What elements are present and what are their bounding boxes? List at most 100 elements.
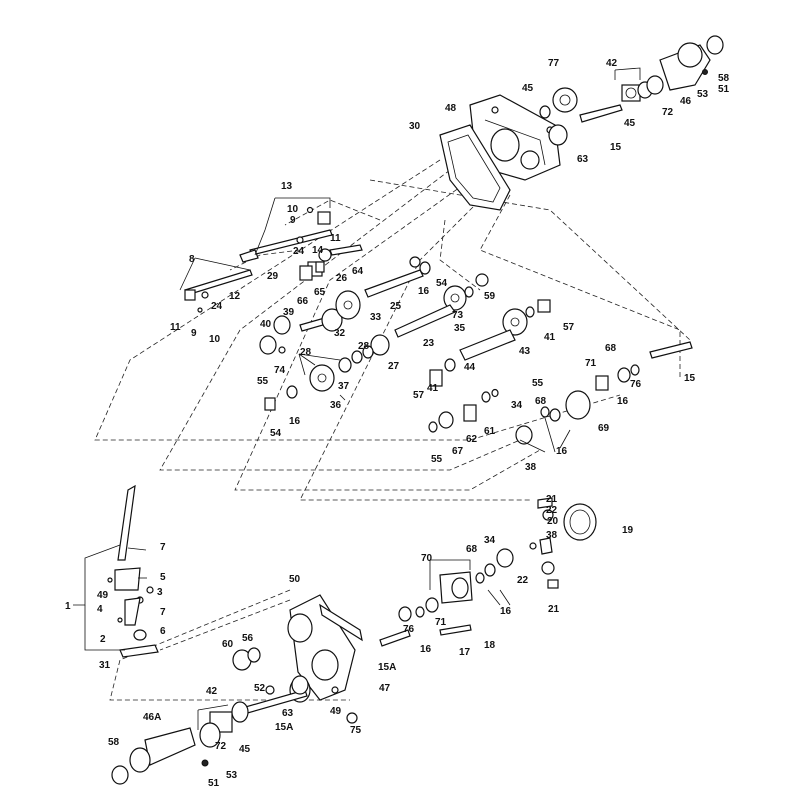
output-shaft-parts: [428, 341, 693, 445]
lower-case-housing: [265, 594, 363, 703]
part-label-10a: 10: [287, 204, 299, 215]
part-label-41a: 41: [544, 332, 556, 343]
part-label-16e: 16: [500, 606, 512, 617]
part-label-12: 12: [229, 291, 241, 302]
part-label-10b: 10: [209, 334, 221, 345]
part-label-46a: 46A: [143, 712, 161, 723]
part-label-16b: 16: [289, 416, 301, 427]
part-label-21a: 21: [546, 494, 558, 505]
part-label-65: 65: [314, 287, 326, 298]
part-label-15ab: 15A: [275, 722, 293, 733]
part-label-42a: 42: [606, 58, 618, 69]
part-label-51a: 51: [718, 84, 730, 95]
part-label-49b: 49: [330, 706, 342, 717]
part-label-45b: 45: [624, 118, 636, 129]
countershaft-parts: [259, 261, 390, 411]
shift-rail-assembly: [184, 206, 363, 313]
part-label-23: 23: [423, 338, 435, 349]
part-label-60: 60: [222, 639, 234, 650]
part-label-63a: 63: [577, 154, 589, 165]
part-label-27: 27: [388, 361, 400, 372]
part-label-73: 73: [452, 310, 464, 321]
part-label-11b: 11: [170, 322, 181, 333]
part-label-31: 31: [99, 660, 111, 671]
part-label-6: 6: [160, 626, 166, 637]
part-label-18: 18: [484, 640, 496, 651]
part-label-49a: 49: [97, 590, 109, 601]
part-label-21b: 21: [548, 604, 560, 615]
lower-output-parts: [111, 629, 411, 785]
part-label-44: 44: [464, 362, 476, 373]
part-label-64: 64: [352, 266, 364, 277]
part-label-39: 39: [283, 307, 295, 318]
part-label-45c: 45: [239, 744, 251, 755]
part-label-28b: 28: [358, 341, 370, 352]
part-label-14: 14: [312, 245, 324, 256]
part-label-57b: 57: [413, 390, 425, 401]
part-label-13: 13: [281, 181, 293, 192]
part-label-26: 26: [336, 273, 348, 284]
part-label-37: 37: [338, 381, 350, 392]
part-label-63b: 63: [282, 708, 294, 719]
part-label-53b: 53: [226, 770, 238, 781]
part-label-54b: 54: [270, 428, 282, 439]
part-label-17: 17: [459, 647, 471, 658]
part-label-15b: 15: [684, 373, 696, 384]
part-label-24a: 24: [293, 246, 305, 257]
part-label-55a: 55: [257, 376, 269, 387]
part-label-29: 29: [267, 271, 279, 282]
part-label-54a: 54: [436, 278, 448, 289]
part-label-47: 47: [379, 683, 391, 694]
part-label-16f: 16: [420, 644, 432, 655]
shift-lever-assembly: [107, 484, 159, 658]
part-label-53a: 53: [697, 89, 709, 100]
part-label-68b: 68: [535, 396, 547, 407]
part-label-71a: 71: [585, 358, 597, 369]
part-label-68a: 68: [605, 343, 617, 354]
part-label-7b: 7: [160, 607, 166, 618]
part-label-58b: 58: [108, 737, 120, 748]
part-label-3: 3: [157, 587, 163, 598]
part-label-51b: 51: [208, 778, 220, 789]
part-label-75: 75: [350, 725, 362, 736]
part-label-67: 67: [452, 446, 464, 457]
part-label-43: 43: [519, 346, 531, 357]
part-label-9b: 9: [191, 328, 197, 339]
part-label-24b: 24: [211, 301, 223, 312]
part-label-74: 74: [274, 365, 286, 376]
part-label-52: 52: [254, 683, 266, 694]
top-output-parts: [539, 35, 724, 146]
part-label-15aa: 15A: [378, 662, 396, 673]
mainshaft-parts: [364, 256, 551, 361]
part-label-15a: 15: [610, 142, 622, 153]
differential-parts: [398, 497, 597, 636]
part-label-19: 19: [622, 525, 634, 536]
part-label-1: 1: [65, 601, 71, 612]
case-gasket: [439, 124, 511, 211]
part-label-16a: 16: [418, 286, 430, 297]
part-label-77: 77: [548, 58, 560, 69]
part-label-22a: 22: [546, 505, 558, 516]
part-label-7a: 7: [160, 542, 166, 553]
part-label-38a: 38: [525, 462, 537, 473]
part-label-70: 70: [421, 553, 433, 564]
part-label-46: 46: [680, 96, 692, 107]
part-label-48: 48: [445, 103, 457, 114]
part-label-5: 5: [160, 572, 166, 583]
part-label-20: 20: [547, 516, 559, 527]
part-label-35: 35: [454, 323, 466, 334]
part-label-11a: 11: [330, 233, 341, 244]
part-label-56: 56: [242, 633, 254, 644]
part-label-36: 36: [330, 400, 342, 411]
part-label-59: 59: [484, 291, 496, 302]
part-label-41b: 41: [427, 383, 439, 394]
part-label-76b: 76: [403, 624, 415, 635]
assembly-dashed-lines: [94, 159, 691, 701]
part-label-55b: 55: [532, 378, 544, 389]
part-label-69: 69: [598, 423, 610, 434]
part-label-34b: 34: [484, 535, 496, 546]
part-label-4: 4: [97, 604, 103, 615]
part-label-76a: 76: [630, 379, 642, 390]
